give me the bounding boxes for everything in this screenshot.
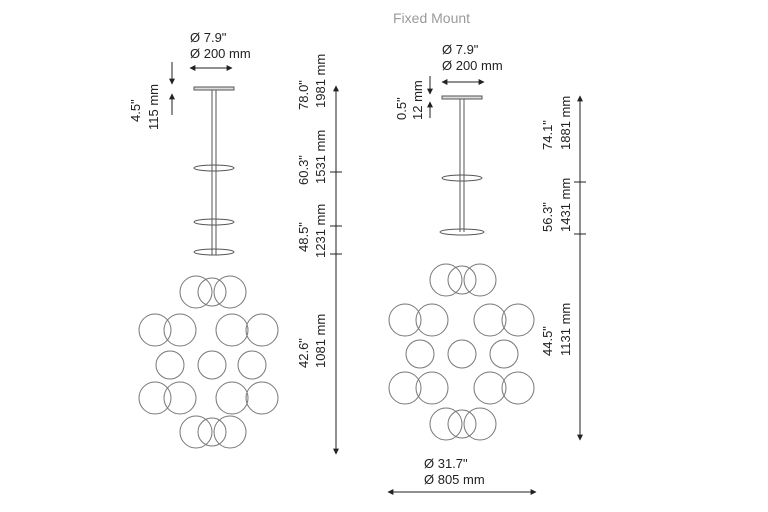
left-drop-in: 4.5": [128, 99, 143, 122]
left-drop-mm: 115 mm: [146, 84, 161, 130]
left-height-3-in: 48.5": [296, 222, 311, 252]
left-height-2-in: 60.3": [296, 155, 311, 185]
left-canopy-diameter-in: Ø 7.9": [190, 30, 227, 45]
left-height-3-mm: 1231 mm: [313, 203, 328, 258]
left-canopy-diameter-mm: Ø 200 mm: [190, 46, 251, 61]
right-height-1-in: 74.1": [540, 120, 555, 150]
right-canopy-diameter-mm: Ø 200 mm: [442, 58, 503, 73]
right-fixture: [387, 76, 586, 495]
right-drop-mm: 12 mm: [410, 80, 425, 120]
right-height-2-in: 56.3": [540, 202, 555, 232]
left-height-4-in: 42.6": [296, 338, 311, 368]
left-height-1-mm: 1981 mm: [313, 53, 328, 108]
left-height-2-mm: 1531 mm: [313, 129, 328, 184]
right-width-mm: Ø 805 mm: [424, 472, 485, 487]
right-drop-in: 0.5": [394, 97, 409, 120]
left-height-1-in: 78.0": [296, 80, 311, 110]
right-canopy-diameter-in: Ø 7.9": [442, 42, 479, 57]
left-height-4-mm: 1081 mm: [313, 313, 328, 368]
right-height-4-mm: 1131 mm: [558, 302, 573, 356]
page-title: Fixed Mount: [393, 10, 471, 26]
right-height-1-mm: 1881 mm: [558, 95, 573, 150]
right-height-4-in: 44.5": [540, 326, 555, 356]
left-fixture: [138, 62, 342, 455]
right-height-2-mm: 1431 mm: [558, 177, 573, 232]
right-width-in: Ø 31.7": [424, 456, 468, 471]
